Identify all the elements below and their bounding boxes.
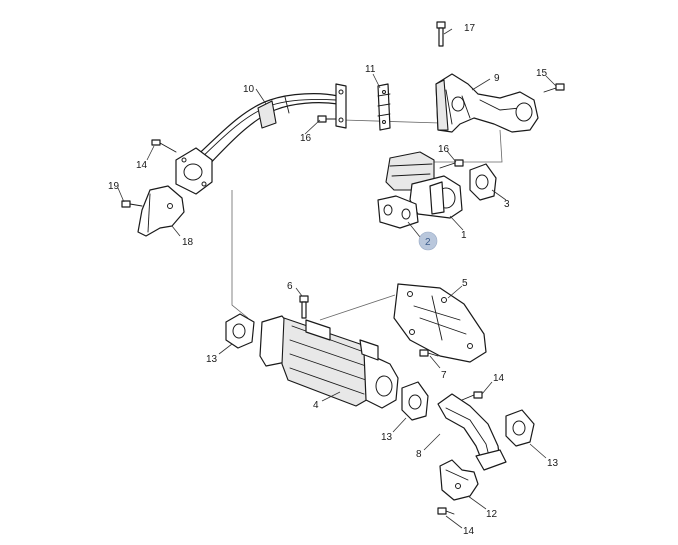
callout-2-highlight[interactable] [418,231,438,251]
bolt-7[interactable] [419,349,439,357]
callout-4[interactable]: 4 [313,400,319,411]
callout-14-middle[interactable]: 14 [493,373,505,384]
part-13-gasket-left[interactable] [225,313,255,349]
bolt-14-middle[interactable] [461,391,483,401]
part-9-manifold[interactable] [435,73,539,133]
callout-13-left[interactable]: 13 [206,354,218,365]
callout-14-bottom[interactable]: 14 [463,526,475,537]
callout-15[interactable]: 15 [536,68,548,79]
part-14-flange-top[interactable] [175,147,213,195]
callout-19[interactable]: 19 [108,181,120,192]
bolt-6[interactable] [299,295,309,319]
callout-labels: 17 9 15 11 10 16 14 19 18 16 3 1 2 6 5 1… [108,23,559,537]
callout-7[interactable]: 7 [441,370,447,381]
part-18-bracket[interactable] [137,185,185,237]
callout-10[interactable]: 10 [243,84,255,95]
callout-5[interactable]: 5 [462,278,468,289]
bolt-14-top-left[interactable] [151,139,177,153]
callout-14-upper[interactable]: 14 [136,160,148,171]
bolt-14-bottom[interactable] [437,507,455,515]
bolt-15[interactable] [543,83,565,93]
part-2-gasket[interactable] [377,195,419,229]
bolt-16-pipe[interactable] [317,115,337,123]
callout-9[interactable]: 9 [494,73,500,84]
bolt-17[interactable] [436,21,446,47]
callout-16-valve[interactable]: 16 [438,144,450,155]
part-4-egr-cooler[interactable] [259,315,399,409]
callout-3[interactable]: 3 [504,199,510,210]
callout-1[interactable]: 1 [461,230,467,241]
part-13-gasket-middle[interactable] [401,381,429,421]
part-10-egr-pipe[interactable] [191,83,347,171]
part-12-clamp[interactable] [439,459,479,501]
bolt-16-valve[interactable] [439,159,464,169]
callout-18[interactable]: 18 [182,237,194,248]
callout-13-middle[interactable]: 13 [381,432,393,443]
part-1-egr-valve[interactable] [385,151,463,219]
callout-6[interactable]: 6 [287,281,293,292]
callout-16-upper[interactable]: 16 [300,133,312,144]
callout-11[interactable]: 11 [365,64,376,75]
part-3-gasket[interactable] [469,163,497,201]
part-8-bent-pipe[interactable] [437,393,507,471]
connection-lines [231,119,503,321]
callout-2[interactable]: 2 [425,237,431,248]
callout-12[interactable]: 12 [486,509,498,520]
callout-8[interactable]: 8 [416,449,422,460]
part-13-gasket-right[interactable] [505,409,535,447]
part-11-gasket[interactable] [377,83,391,131]
callout-13-right[interactable]: 13 [547,458,559,469]
part-5-bracket-plate[interactable] [393,283,487,363]
callout-leaders [117,28,557,529]
bolt-19[interactable] [121,200,143,208]
callout-17[interactable]: 17 [464,23,476,34]
